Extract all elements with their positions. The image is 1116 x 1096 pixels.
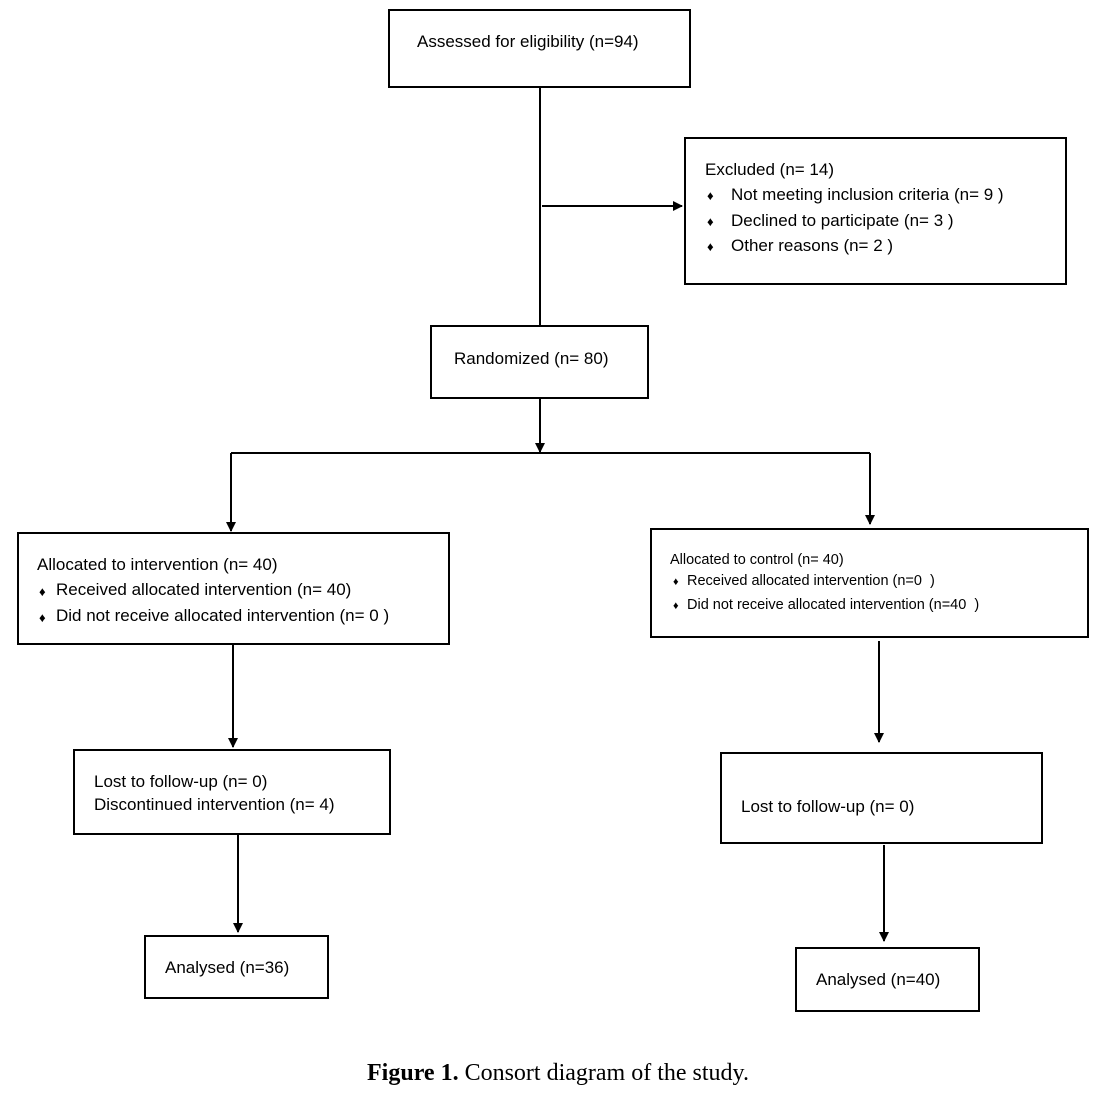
excluded-item: Declined to participate (n= 3 ) <box>731 211 954 230</box>
intervention-title: Allocated to intervention (n= 40) <box>37 555 278 574</box>
control-followup-line: Lost to follow-up (n= 0) <box>741 797 915 816</box>
intervention-item: Did not receive allocated intervention (… <box>56 606 390 625</box>
bullet-icon: ♦ <box>673 600 679 612</box>
control-allocation-box <box>650 528 1089 638</box>
bullet-icon: ♦ <box>707 239 714 254</box>
control-analysed-box <box>795 947 980 1012</box>
excluded-item: Other reasons (n= 2 ) <box>731 236 894 255</box>
bullet-icon: ♦ <box>673 576 679 588</box>
excluded-item: Not meeting inclusion criteria (n= 9 ) <box>731 185 1004 204</box>
control-followup-box <box>720 752 1043 844</box>
randomized-label: Randomized (n= 80) <box>454 349 609 368</box>
intervention-analysed-box <box>144 935 329 999</box>
bullet-icon: ♦ <box>707 214 714 229</box>
intervention-followup-line: Discontinued intervention (n= 4) <box>94 795 335 814</box>
intervention-allocation-box <box>17 532 450 645</box>
intervention-followup-box <box>73 749 391 835</box>
control-item: Received allocated intervention (n=0 ) <box>687 573 935 589</box>
excluded-title: Excluded (n= 14) <box>705 160 834 179</box>
control-item: Did not receive allocated intervention (… <box>687 597 980 613</box>
intervention-analysed-label: Analysed (n=36) <box>165 958 290 977</box>
bullet-icon: ♦ <box>39 610 46 625</box>
bullet-icon: ♦ <box>39 584 46 599</box>
intervention-followup-line: Lost to follow-up (n= 0) <box>94 772 268 791</box>
assessed-box <box>388 9 691 88</box>
randomized-box <box>430 325 649 399</box>
figure-caption: Figure 1. Consort diagram of the study. <box>0 1060 1116 1087</box>
intervention-item: Received allocated intervention (n= 40) <box>56 580 352 599</box>
assessed-label: Assessed for eligibility (n=94) <box>417 32 639 51</box>
bullet-icon: ♦ <box>707 188 714 203</box>
excluded-box <box>684 137 1067 285</box>
figure-caption-text: Consort diagram of the study. <box>458 1060 749 1086</box>
control-analysed-label: Analysed (n=40) <box>816 970 941 989</box>
control-title: Allocated to control (n= 40) <box>670 552 844 568</box>
figure-label: Figure 1. <box>367 1060 459 1086</box>
